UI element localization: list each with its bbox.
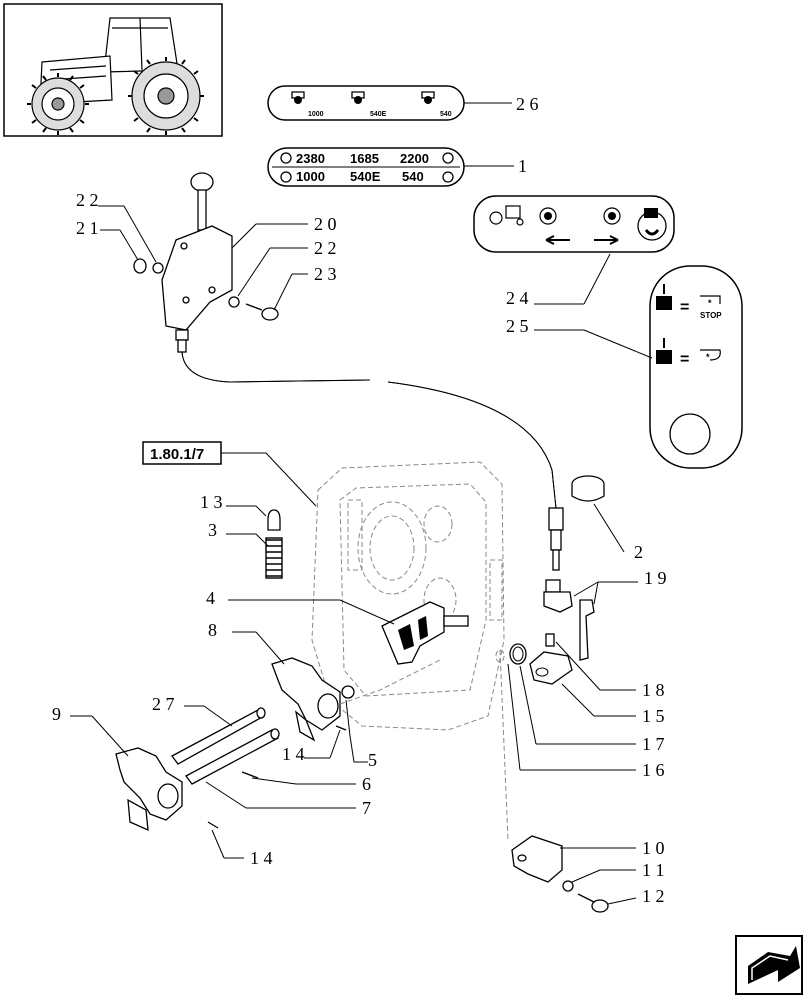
svg-text:=: = — [680, 299, 689, 316]
callout-3: 3 — [208, 520, 217, 540]
shift-fork-upper — [271, 657, 341, 742]
shift-rod-upper — [171, 707, 266, 765]
callout-11: 1 1 — [642, 860, 665, 880]
tractor-thumbnail-icon — [27, 17, 204, 135]
callout-6: 6 — [362, 774, 371, 794]
yoke — [543, 579, 595, 661]
callout-21: 2 1 — [76, 218, 99, 238]
bracket — [511, 835, 563, 883]
shift-plate — [381, 601, 469, 665]
callout-12: 1 2 — [642, 886, 665, 906]
callout-7: 7 — [362, 798, 371, 818]
decal-1-row1-b: 1685 — [350, 151, 379, 166]
callout-9: 9 — [52, 704, 61, 724]
decal-1-row1-c: 2200 — [400, 151, 429, 166]
reference-box-text: 1.80.1/7 — [150, 446, 204, 463]
shift-fork-lower — [115, 747, 183, 832]
svg-text:*: * — [708, 298, 712, 308]
callout-2: 2 — [634, 542, 643, 562]
next-page-arrow-icon[interactable] — [735, 935, 803, 995]
reference-box: 1.80.1/7 — [142, 441, 222, 465]
decal-1-row1-a: 2380 — [296, 151, 325, 166]
decal-1: 2380 1685 2200 1000 540E 540 — [267, 147, 465, 187]
tractor-thumbnail — [3, 3, 223, 137]
callout-24: 2 4 — [506, 288, 529, 308]
svg-text:=: = — [680, 351, 689, 368]
callout-25: 2 5 — [506, 316, 529, 336]
knob — [571, 475, 605, 502]
callout-1: 1 — [518, 156, 527, 176]
callout-20: 2 0 — [314, 214, 337, 234]
decal-26-label-540e: 540E — [370, 111, 387, 118]
decal-25: = * STOP = * — [649, 265, 743, 469]
callout-22-lower: 2 2 — [314, 238, 337, 258]
callout-23: 2 3 — [314, 264, 337, 284]
transmission-housing — [311, 461, 505, 731]
shift-rod-lower — [185, 728, 280, 785]
callout-10: 1 0 — [642, 838, 665, 858]
decal-24 — [473, 195, 675, 253]
callout-15: 1 5 — [642, 706, 665, 726]
decal-1-row2-a: 1000 — [296, 169, 325, 184]
callout-22-upper: 2 2 — [76, 190, 99, 210]
callout-8: 8 — [208, 620, 217, 640]
callout-16: 1 6 — [642, 760, 665, 780]
callout-14-lower: 1 4 — [250, 848, 273, 868]
callout-19: 1 9 — [644, 568, 667, 588]
callout-4: 4 — [206, 588, 215, 608]
callout-5: 5 — [368, 750, 377, 770]
pto-icon — [291, 91, 435, 104]
cable-end-fitting — [548, 507, 564, 571]
callout-18: 1 8 — [642, 680, 665, 700]
svg-text:*: * — [706, 352, 710, 362]
decal-1-row2-c: 540 — [402, 169, 424, 184]
callout-27: 2 7 — [152, 694, 175, 714]
lever-assembly — [161, 172, 233, 353]
decal-26-label-1000: 1000 — [308, 111, 324, 118]
spring — [265, 537, 283, 579]
callout-17: 1 7 — [642, 734, 665, 754]
decal-25-stop-label: STOP — [700, 311, 722, 320]
callout-13: 1 3 — [200, 492, 223, 512]
callout-26: 2 6 — [516, 94, 539, 114]
decal-26-label-540: 540 — [440, 111, 452, 118]
callout-14-upper: 1 4 — [282, 744, 305, 764]
decal-1-row2-b: 540E — [350, 169, 381, 184]
decal-26: 1000 540E 540 — [267, 85, 465, 121]
